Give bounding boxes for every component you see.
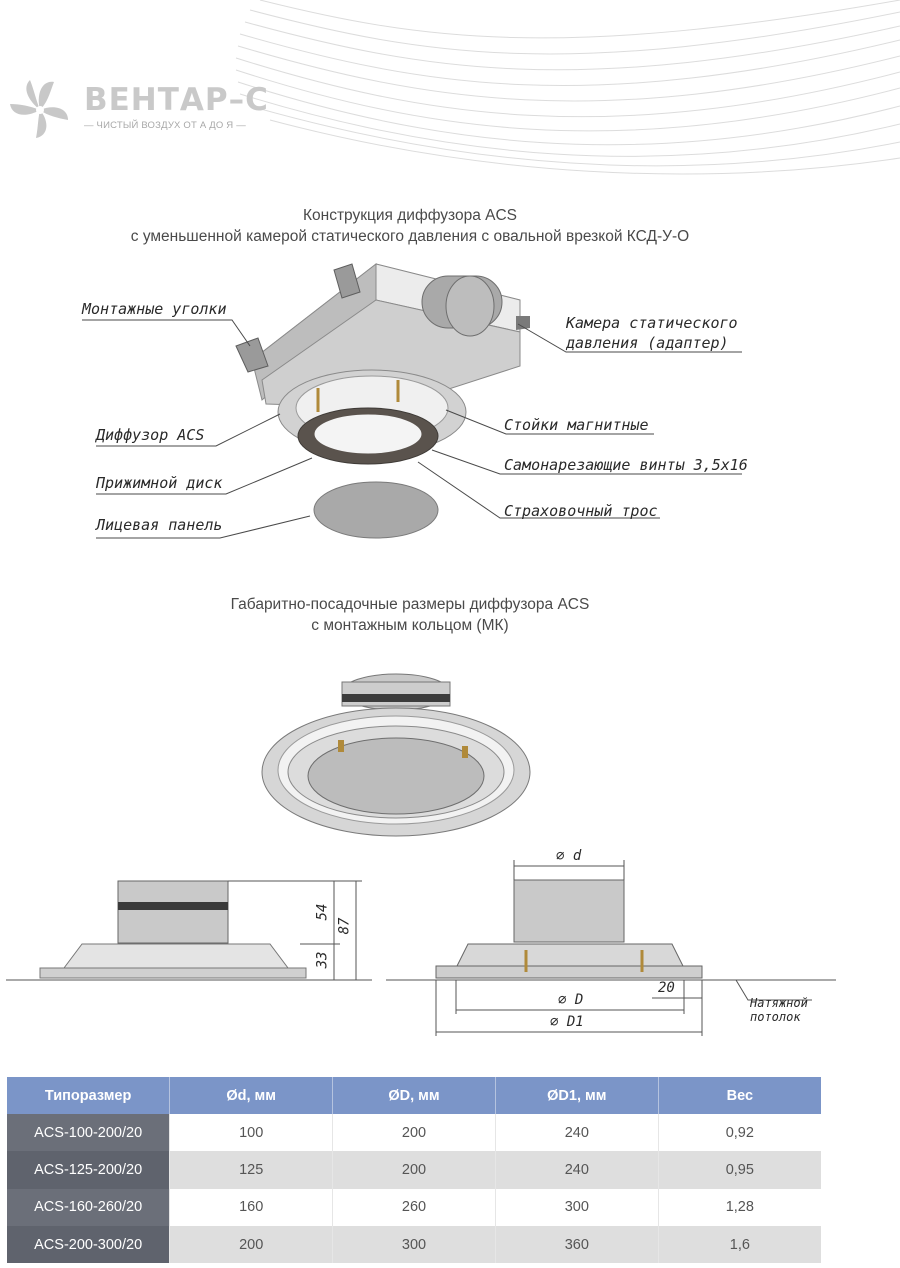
label-magnetic-posts: Стойки магнитные — [504, 416, 649, 434]
header-D: ØD, мм — [332, 1077, 496, 1114]
table-row: ACS-200-300/20 200 300 360 1,6 — [7, 1225, 821, 1264]
label-face-panel: Лицевая панель — [96, 516, 223, 534]
dim-54: 54 — [314, 903, 331, 921]
cell-D: 260 — [332, 1188, 496, 1226]
construction-title: Конструкция диффузора ACS — [302, 207, 518, 224]
dimensions-title: Габаритно-посадочные размеры диффузора A… — [230, 596, 590, 613]
cell-model: ACS-160-260/20 — [7, 1188, 171, 1226]
cell-weight: 1,28 — [658, 1188, 821, 1226]
dim-D1: ∅ D1 — [550, 1014, 584, 1030]
label-mounting-brackets: Монтажные уголки — [82, 300, 227, 318]
cell-d: 200 — [169, 1225, 334, 1264]
pressure-disk — [297, 407, 439, 465]
side-view-left — [6, 880, 372, 981]
cell-weight: 0,92 — [658, 1114, 821, 1152]
label-pressure-disk: Прижимной диск — [96, 474, 223, 492]
cell-D: 200 — [332, 1114, 496, 1152]
header-d: Ød, мм — [169, 1077, 334, 1114]
cell-d: 160 — [169, 1188, 334, 1226]
spec-table: Типоразмер Ød, мм ØD, мм ØD1, мм Вес ACS… — [7, 1077, 821, 1264]
cell-D1: 240 — [495, 1114, 659, 1152]
diffuser-iso-view — [261, 673, 531, 837]
table-header-row: Типоразмер Ød, мм ØD, мм ØD1, мм Вес — [7, 1077, 821, 1114]
cell-D1: 360 — [495, 1225, 659, 1264]
cell-model: ACS-100-200/20 — [7, 1114, 171, 1152]
ceiling-label-line1: Натяжной — [750, 996, 808, 1010]
label-plenum-line2: давления (адаптер) — [566, 334, 729, 352]
cell-d: 100 — [169, 1114, 334, 1152]
cell-D: 300 — [332, 1225, 496, 1264]
label-plenum-line1: Камера статического — [566, 314, 738, 332]
header-wave-lines — [235, 0, 900, 175]
brand-logo: ВЕНТАР–С — ЧИСТЫЙ ВОЗДУХ ОТ А ДО Я — — [6, 76, 269, 146]
table-row: ACS-100-200/20 100 200 240 0,92 — [7, 1114, 821, 1152]
cell-D1: 240 — [495, 1151, 659, 1189]
ceiling-label-line2: потолок — [750, 1010, 801, 1024]
cell-model: ACS-200-300/20 — [7, 1225, 171, 1264]
header-model: Типоразмер — [7, 1077, 171, 1114]
construction-caption: Конструкция диффузора ACS с уменьшенной … — [0, 205, 820, 247]
leader-lines — [82, 319, 742, 539]
cell-d: 125 — [169, 1151, 334, 1189]
label-safety-cable: Страховочный трос — [504, 502, 658, 520]
plenum-box — [235, 262, 530, 409]
dim-D: ∅ D — [558, 992, 584, 1008]
side-view-right — [386, 860, 836, 1036]
dim-87: 87 — [336, 917, 353, 935]
label-diffuser: Диффузор ACS — [96, 426, 205, 444]
cell-D: 200 — [332, 1151, 496, 1189]
label-screws: Самонарезающие винты 3,5х16 — [504, 456, 748, 474]
table-row: ACS-160-260/20 160 260 300 1,28 — [7, 1188, 821, 1226]
dimensions-subtitle: с монтажным кольцом (МК) — [311, 617, 509, 634]
dimensions-caption: Габаритно-посадочные размеры диффузора A… — [0, 594, 820, 636]
header-D1: ØD1, мм — [495, 1077, 659, 1114]
cell-weight: 1,6 — [658, 1225, 821, 1264]
header-weight: Вес — [658, 1077, 821, 1114]
cell-model: ACS-125-200/20 — [7, 1151, 171, 1189]
construction-subtitle: с уменьшенной камерой статического давле… — [130, 228, 690, 245]
dim-d: ∅ d — [556, 848, 582, 864]
dim-20: 20 — [658, 980, 675, 996]
cell-D1: 300 — [495, 1188, 659, 1226]
cell-weight: 0,95 — [658, 1151, 821, 1189]
table-row: ACS-125-200/20 125 200 240 0,95 — [7, 1151, 821, 1189]
brand-slogan: — ЧИСТЫЙ ВОЗДУХ ОТ А ДО Я — — [84, 120, 246, 131]
dim-33: 33 — [314, 951, 331, 969]
brand-name: ВЕНТАР–С — [84, 82, 269, 118]
fan-icon — [10, 80, 68, 138]
face-panel — [313, 481, 439, 539]
